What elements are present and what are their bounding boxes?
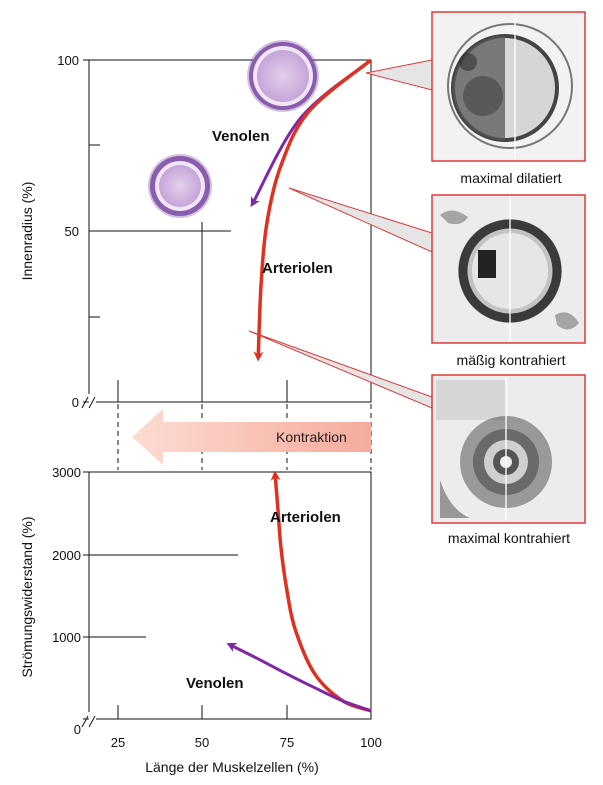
callout-wedge-max bbox=[248, 330, 433, 409]
contraction-arrow bbox=[132, 409, 371, 465]
photo-caption: maximal kontrahiert bbox=[448, 530, 570, 546]
photo-maximal-kontrahiert: maximal kontrahiert bbox=[431, 374, 586, 546]
top-label-venolen: Venolen bbox=[212, 128, 270, 145]
bottom-label-venolen: Venolen bbox=[186, 675, 244, 692]
callout-wedge-dilated bbox=[365, 59, 433, 91]
bottom-plot-frame bbox=[88, 471, 372, 720]
top-chart: 100 50 0 Innenradius (%) Venolen Arterio… bbox=[19, 40, 373, 410]
bottom-ytick-label: 2000 bbox=[52, 548, 81, 563]
top-curve-arteriolen bbox=[253, 58, 373, 362]
bottom-xtick-label: 25 bbox=[111, 735, 125, 750]
bottom-label-arteriolen: Arteriolen bbox=[270, 509, 341, 526]
contraction-band: Kontraktion bbox=[117, 404, 372, 470]
photo-caption: mäßig kontrahiert bbox=[457, 352, 566, 368]
top-ytick-label: 50 bbox=[65, 224, 79, 239]
top-label-arteriolen: Arteriolen bbox=[262, 260, 333, 277]
top-axis-break-mask bbox=[82, 394, 96, 408]
bottom-xlabel: Länge der Muskelzellen (%) bbox=[145, 759, 319, 775]
top-ytick-label: 0 bbox=[72, 395, 79, 410]
vessel-small bbox=[148, 154, 212, 218]
bottom-curve-venolen bbox=[226, 643, 372, 713]
bottom-axis-break bbox=[81, 715, 96, 728]
callout-wedge-moderate bbox=[288, 187, 433, 253]
bottom-ytick-label: 0 bbox=[74, 722, 81, 737]
bottom-ylabel: Strömungswiderstand (%) bbox=[19, 516, 35, 677]
top-ylabel: Innenradius (%) bbox=[19, 182, 35, 281]
top-ytick-label: 100 bbox=[57, 53, 79, 68]
bottom-xtick-label: 50 bbox=[195, 735, 209, 750]
photo-maessig-kontrahiert: mäßig kontrahiert bbox=[431, 194, 586, 368]
contraction-label: Kontraktion bbox=[276, 429, 347, 445]
bottom-chart: 3000 2000 1000 0 Strömungswiderstand (%)… bbox=[19, 465, 382, 775]
bottom-xtick-label: 75 bbox=[280, 735, 294, 750]
photo-maximal-dilatiert: maximal dilatiert bbox=[431, 11, 586, 186]
bottom-xtick-label: 100 bbox=[360, 735, 382, 750]
vessel-large bbox=[247, 40, 319, 112]
photo-caption: maximal dilatiert bbox=[460, 170, 561, 186]
callout-wedges bbox=[248, 59, 433, 409]
bottom-ytick-label: 1000 bbox=[52, 630, 81, 645]
bottom-ytick-label: 3000 bbox=[52, 465, 81, 480]
